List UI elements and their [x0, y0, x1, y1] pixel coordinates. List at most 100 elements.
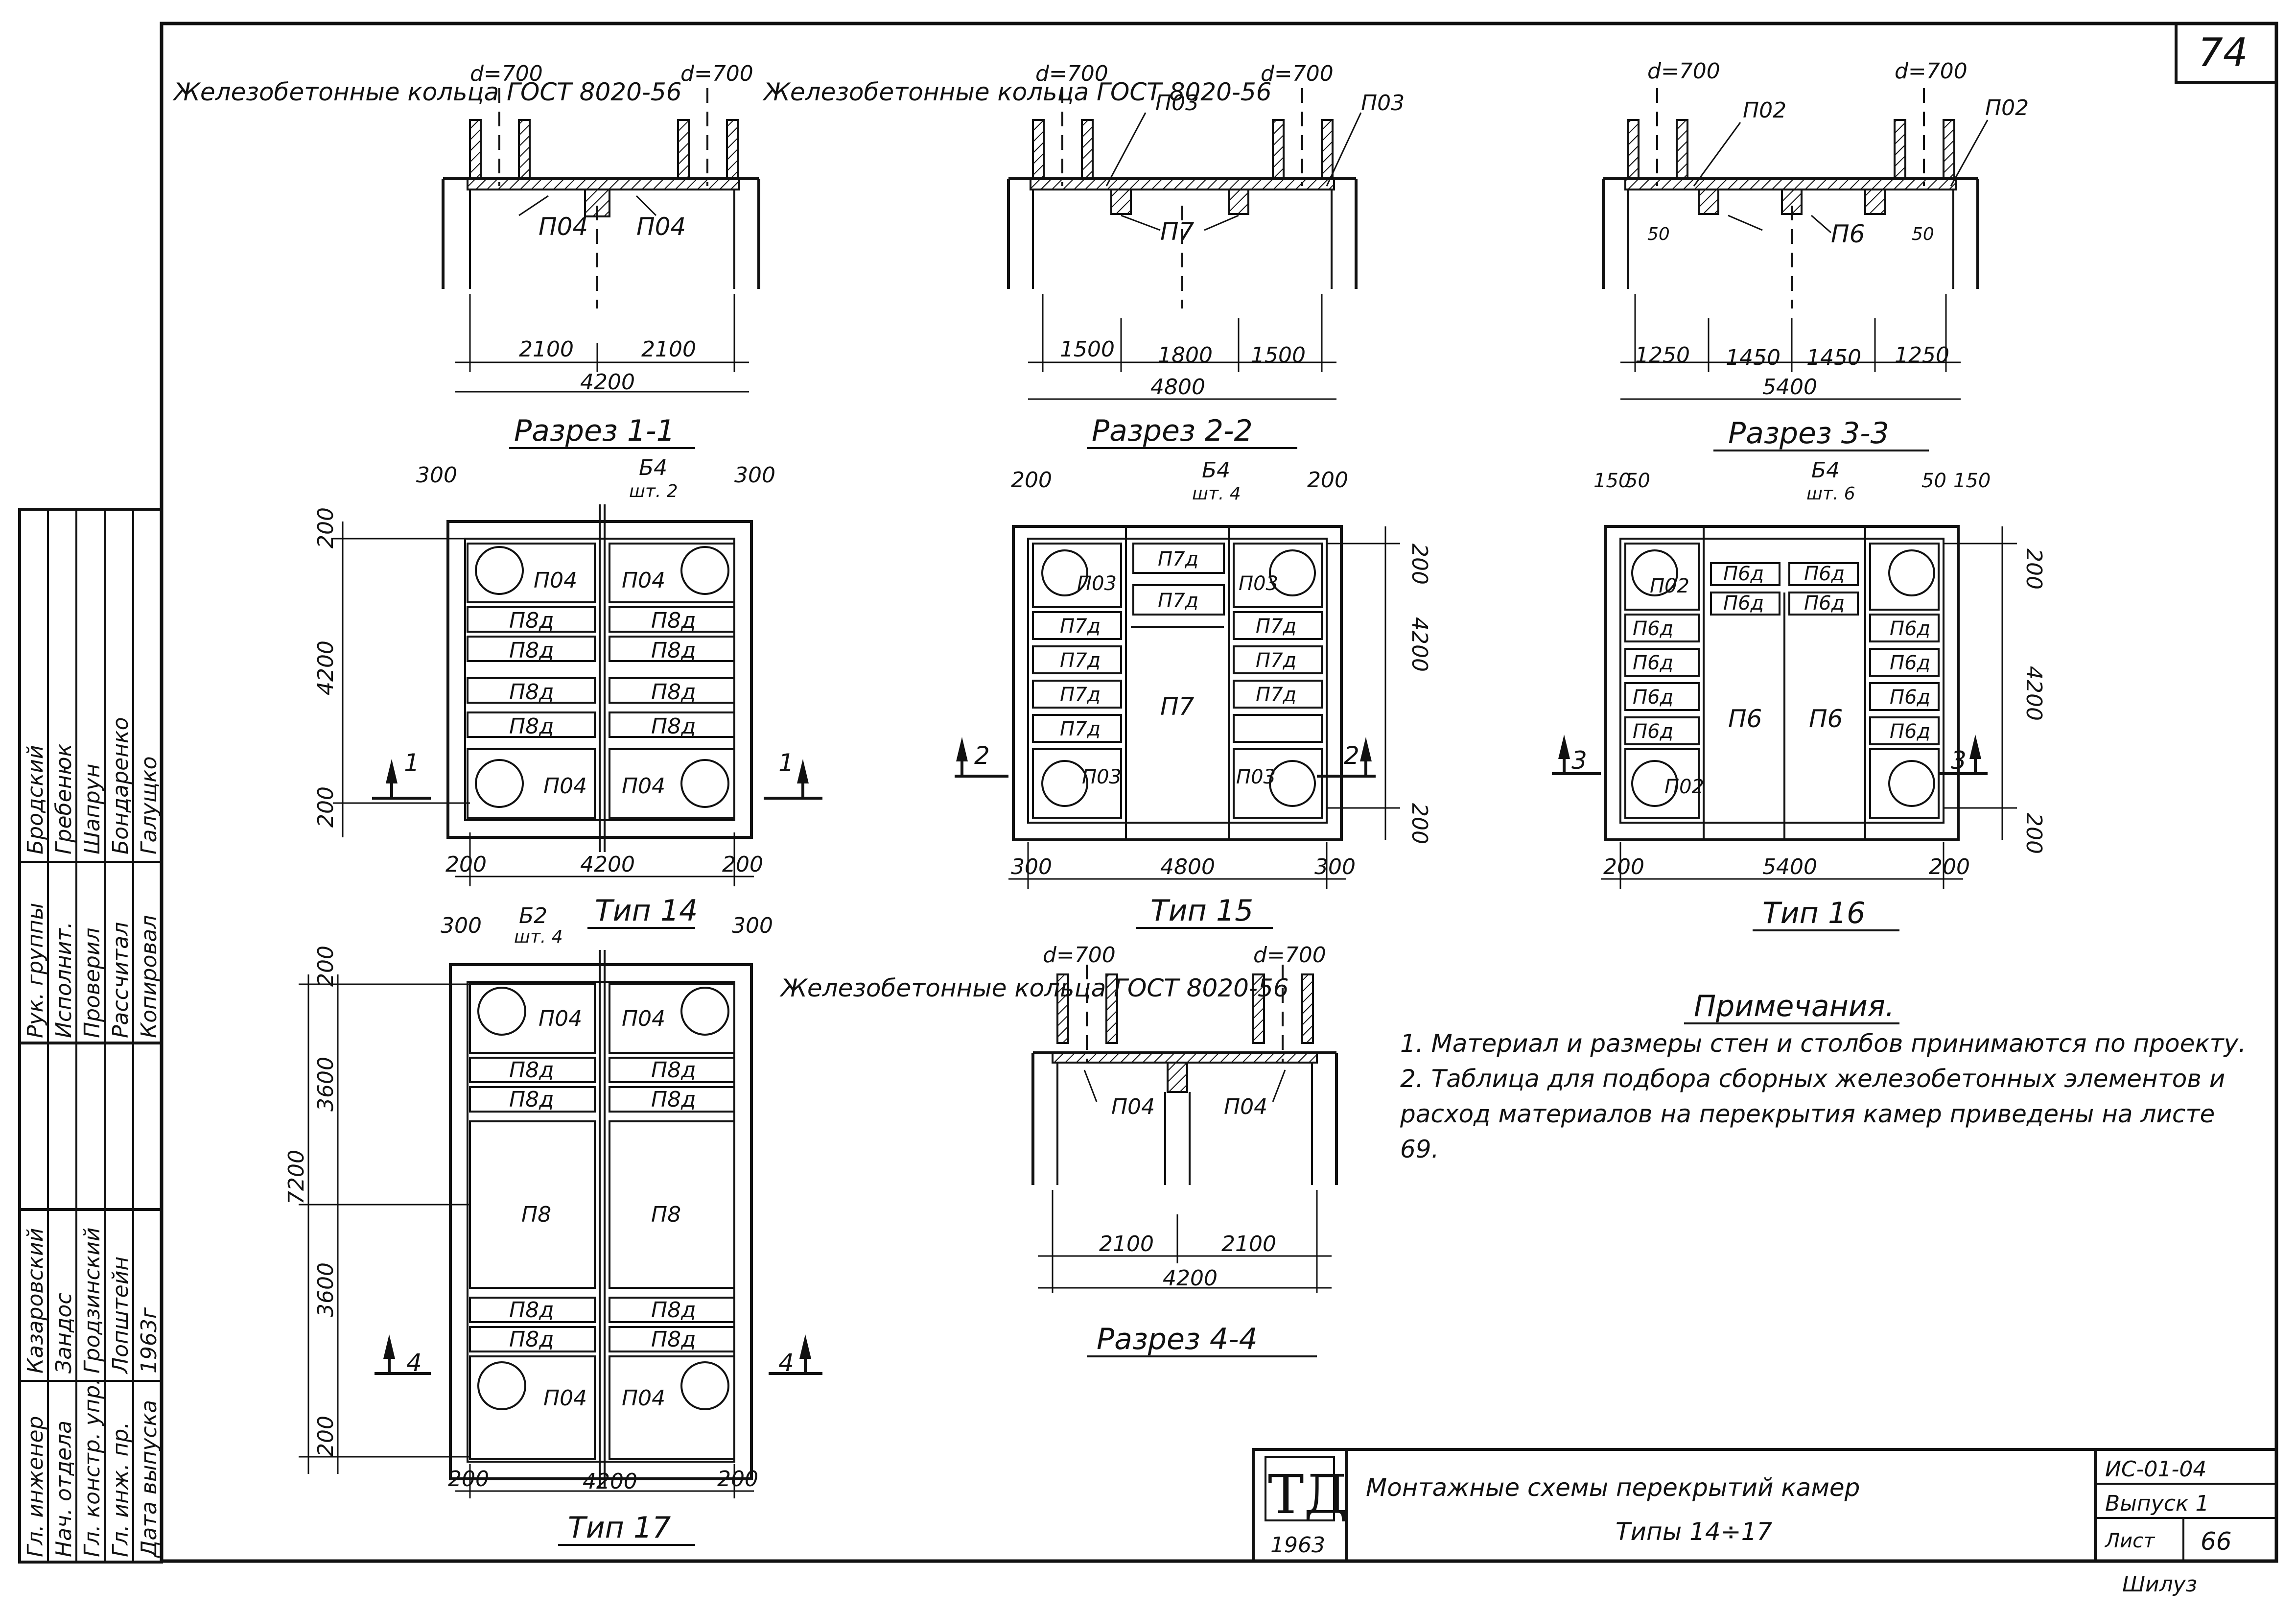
t17-dim-left-3: 3600 [313, 1262, 338, 1317]
s1-dim-2: 2100 [641, 337, 696, 362]
stamp-sheet-label: Лист [2104, 1530, 2155, 1552]
side-name-7: Зандос [51, 1293, 76, 1374]
t16-p10: П6д [1890, 686, 1930, 709]
s2-dim-total: 4800 [1150, 375, 1205, 400]
t16-dim-top-1: 150 [1593, 470, 1631, 492]
t14-dim-left-3: 200 [313, 786, 338, 828]
t17-p1: П04 [539, 1006, 582, 1031]
t16-dim-top-3: 50 [1921, 470, 1946, 492]
side-name-2: Гребенюк [51, 743, 76, 854]
s3-p-a: П02 [1743, 98, 1786, 123]
section-4-4: Железобетонные кольца ГОСТ 8020-56 d=700… [779, 943, 1338, 1357]
side-role-7: Нач. отдела [51, 1421, 76, 1557]
d700-label-2b: d=700 [1261, 61, 1334, 86]
side-role-3: Проверил [80, 927, 105, 1038]
t14-beam: Б4 [639, 455, 667, 480]
t16-dim-right-1: 200 [2021, 548, 2046, 590]
s1-dim-1: 2100 [519, 337, 574, 362]
s4-dim-2: 2100 [1221, 1232, 1276, 1256]
rings-label-2: Железобетонные кольца ГОСТ 8020-56 [762, 78, 1272, 106]
t14-p4: П8д [651, 608, 696, 633]
t17-cut-l: 4 [406, 1349, 422, 1377]
s2-dim-2: 1800 [1158, 343, 1213, 368]
s3-p-b: П02 [1985, 95, 2029, 120]
t17-p7: П8 [521, 1202, 551, 1227]
t17-dim-bot-1: 200 [448, 1467, 489, 1492]
t16-p4: П6д [1804, 592, 1845, 615]
t14-cut-l: 1 [404, 749, 420, 777]
t15-p12: П7 [1160, 692, 1195, 721]
t16-p5: П6д [1633, 617, 1673, 640]
t15-p14: П03 [1236, 766, 1276, 788]
t15-p4: П7д [1158, 590, 1198, 612]
t15-dim-right-1: 200 [1407, 544, 1432, 585]
t17-p13: П04 [543, 1386, 587, 1411]
plan-type-17: 300 300 Б2 шт. 4 П04 П04 П8д П8д П8д П8д… [284, 903, 822, 1546]
section-2-2: Железобетонные кольца ГОСТ 8020-56 d=700… [762, 61, 1405, 449]
side-role-8: Гл. констр. упр. [80, 1378, 105, 1557]
s4-dim-1: 2100 [1099, 1232, 1154, 1256]
t14-p7: П8д [509, 680, 554, 705]
t16-cut-l: 3 [1571, 746, 1587, 775]
side-name-6: Казаровский [23, 1228, 48, 1374]
s2-title: Разрез 2-2 [1092, 414, 1253, 448]
stamp-issue: Выпуск 1 [2105, 1491, 2209, 1516]
t15-dim-bot-3: 300 [1314, 854, 1356, 879]
side-name-1: Бродский [23, 745, 48, 854]
stamp-sheet-value: 66 [2201, 1527, 2232, 1556]
side-role-5: Копировал [137, 915, 162, 1038]
s3-dim-1: 1250 [1635, 343, 1690, 368]
t15-title: Тип 15 [1150, 894, 1253, 928]
rings-label-4: Железобетонные кольца ГОСТ 8020-56 [779, 974, 1289, 1002]
t15-p9: П7д [1060, 684, 1101, 706]
t15-beam: Б4 [1202, 458, 1230, 483]
stamp-year: 1963 [1270, 1533, 1325, 1558]
t16-dim-right-3: 200 [2021, 813, 2046, 854]
note-1: 1. Материал и размеры стен и столбов при… [1400, 1029, 2247, 1058]
t17-p2: П04 [622, 1006, 665, 1031]
t17-p10: П8д [651, 1298, 696, 1323]
section-3-3: d=700 d=700 П02 П02 П6 50 50 1250 [1602, 59, 2029, 451]
t15-p7: П7д [1060, 649, 1101, 672]
t16-dim-bot-1: 200 [1603, 854, 1644, 879]
s4-title: Разрез 4-4 [1097, 1322, 1258, 1356]
side-name-9: Лопштейн [108, 1256, 133, 1375]
d700-label-3a: d=700 [1647, 59, 1720, 84]
t17-beam: Б2 [519, 903, 547, 928]
stamp-title-1: Монтажные схемы перекрытий камер [1366, 1473, 1860, 1502]
rings-label-1: Железобетонные кольца ГОСТ 8020-56 [172, 78, 682, 106]
t16-p16: П02 [1664, 776, 1704, 798]
t16-dim-top-4: 150 [1953, 470, 1991, 492]
s3-dim-50b: 50 [1912, 224, 1934, 244]
t14-p10: П8д [651, 714, 696, 739]
t14-p8: П8д [651, 680, 696, 705]
stamp-signature: Шилуз [2122, 1572, 2197, 1597]
s4-p-right: П04 [1224, 1094, 1267, 1119]
t17-title: Тип 17 [568, 1511, 671, 1545]
t17-p6: П8д [651, 1087, 696, 1112]
t14-p12: П04 [622, 774, 665, 799]
t17-dim-top-r: 300 [732, 913, 773, 938]
t14-dim-bot-1: 200 [445, 852, 487, 877]
notes: Примечания. 1. Материал и размеры стен и… [1400, 989, 2247, 1163]
s4-p-left: П04 [1111, 1094, 1155, 1119]
t17-p11: П8д [509, 1327, 554, 1352]
side-name-5: Галущко [137, 756, 162, 854]
stamp-series: ИС-01-04 [2105, 1457, 2206, 1482]
side-signature-table: Рук. группы Бродский Исполнит. Гребенюк … [18, 508, 163, 1564]
t16-p7: П6д [1633, 652, 1673, 674]
t17-cut-r: 4 [778, 1349, 794, 1377]
t16-dim-bot-3: 200 [1929, 854, 1970, 879]
t14-p2: П04 [622, 568, 665, 593]
t17-dim-left-4: 200 [313, 1416, 338, 1457]
s3-dim-total: 5400 [1762, 375, 1817, 400]
s1-title: Разрез 1-1 [514, 414, 675, 448]
t15-dim-bot-1: 300 [1011, 854, 1052, 879]
t15-dim-top-l: 200 [1011, 468, 1052, 493]
side-role-6: Гл. инженер [23, 1416, 48, 1557]
d700-label-4b: d=700 [1253, 943, 1326, 968]
t14-beam-qty: шт. 2 [629, 481, 678, 501]
t16-p2: П6д [1804, 563, 1845, 585]
t15-dim-top-r: 200 [1307, 468, 1348, 493]
plan-type-14: 300 300 Б4 шт. 2 П04 П04 П8д П8д П8д П8д… [313, 455, 822, 929]
